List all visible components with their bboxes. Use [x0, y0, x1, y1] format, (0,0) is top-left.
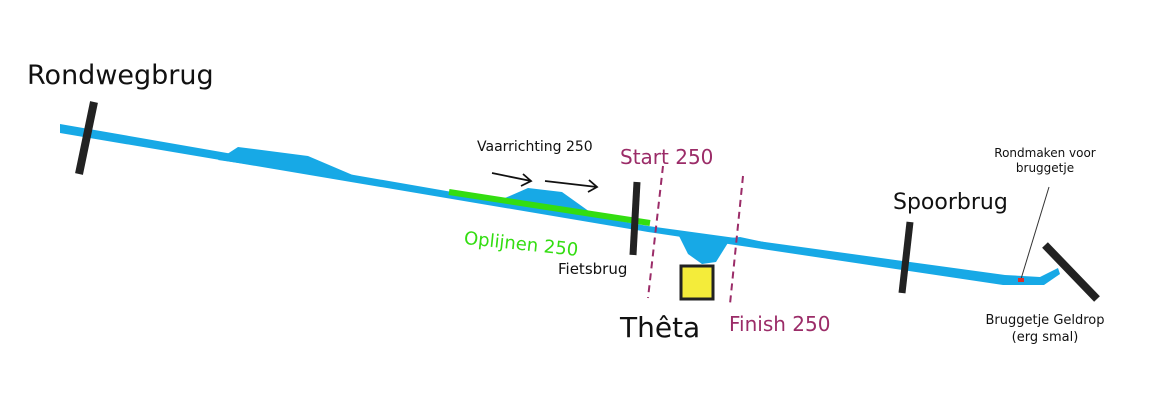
label-erg-smal: (erg smal)	[1011, 329, 1079, 345]
bridge-rondwegbrug	[75, 101, 98, 175]
start-line	[647, 165, 664, 299]
label-bruggetje-geldrop: Bruggetje Geldrop (erg smal)	[975, 313, 1115, 347]
bridge-spoorbrug	[898, 221, 914, 294]
label-fietsbrug: Fietsbrug	[558, 260, 628, 278]
turn-point-marker	[1018, 278, 1024, 282]
turn-point-callout-line	[1020, 186, 1050, 280]
canal	[60, 124, 1060, 285]
finish-line	[729, 175, 744, 305]
label-theta: Thêta	[620, 311, 701, 344]
label-rondwegbrug: Rondwegbrug	[27, 60, 214, 91]
alignment-zone-oplijnen	[448, 189, 651, 226]
bridge-fietsbrug	[629, 181, 641, 256]
label-finish: Finish 250	[729, 312, 831, 336]
canal-pond-theta	[660, 230, 792, 264]
label-bruggetje-geldrop-name: Bruggetje Geldrop	[985, 313, 1105, 328]
bridge-geldrop	[1042, 242, 1100, 302]
arrow-right-icon	[491, 172, 533, 187]
label-start: Start 250	[620, 145, 714, 169]
canal-widening-west	[218, 147, 364, 181]
label-vaarrichting: Vaarrichting 250	[477, 139, 593, 155]
canal-widening-oplijnen	[505, 188, 590, 212]
label-rondmaken: Rondmaken voor bruggetje	[994, 146, 1096, 175]
boathouse-square-icon	[679, 264, 715, 301]
arrow-right-icon	[544, 179, 599, 193]
label-spoorbrug: Spoorbrug	[893, 190, 1008, 215]
